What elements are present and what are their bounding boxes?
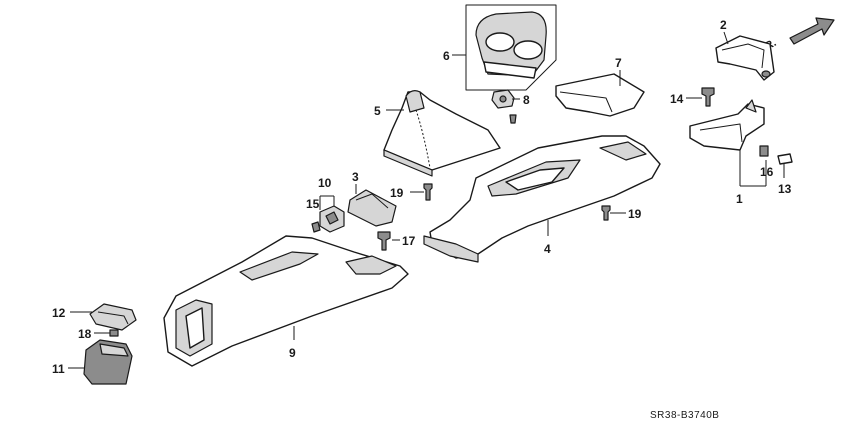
- callout-1: 1: [736, 192, 743, 206]
- screw-18-icon: [109, 329, 119, 337]
- rear-console-body: [163, 235, 409, 367]
- cup-holder-base: [483, 61, 537, 79]
- bracket-cap-hole: [761, 70, 771, 78]
- part-clip-15: [311, 221, 321, 233]
- front-console-tab: [423, 235, 479, 263]
- part-screw-18: [109, 329, 119, 337]
- clip-15-icon: [311, 221, 321, 233]
- lid-edge: [355, 193, 389, 209]
- part-lid: [347, 189, 397, 227]
- screw-19-upper-icon: [423, 183, 433, 201]
- callout-18: 18: [78, 327, 92, 341]
- part-console-bracket: [689, 99, 765, 151]
- ashtray-top: [99, 343, 129, 357]
- rear-console-rear-opening: [345, 255, 397, 275]
- callout-19-upper: 19: [390, 186, 404, 200]
- rear-console-pocket-inner: [185, 307, 205, 349]
- callout-7: 7: [615, 56, 622, 70]
- shift-boot-frame: [383, 149, 433, 177]
- part-front-console: [423, 135, 661, 263]
- shift-boot-seam: [415, 109, 431, 169]
- part-screw-19-upper: [423, 183, 433, 201]
- clip-hole: [499, 95, 507, 103]
- screw-19-lower-icon: [601, 205, 611, 221]
- part-bracket-cap: [715, 35, 775, 81]
- part-shift-boot: [383, 90, 501, 177]
- part-bolt-14: [701, 87, 715, 107]
- callout-11: 11: [52, 362, 65, 376]
- part-ashtray: [83, 339, 133, 385]
- console-bracket-edge: [699, 123, 743, 143]
- screw-icon: [509, 114, 517, 124]
- rear-cover-body: [555, 73, 645, 117]
- callout-12: 12: [52, 306, 66, 320]
- callout-16: 16: [760, 165, 774, 179]
- shift-boot-top: [405, 90, 425, 113]
- bolt-17-icon: [377, 231, 391, 251]
- bolt-icon: [701, 87, 715, 107]
- cup-holder-group-frame: [465, 4, 557, 91]
- bracket-cap-inner: [721, 43, 765, 69]
- front-console-tray: [505, 167, 565, 191]
- part-screw-13: [777, 153, 793, 165]
- callout-15: 15: [306, 197, 320, 211]
- part-clip-16: [759, 145, 769, 157]
- part-clip: [491, 89, 517, 124]
- part-screw-19-lower: [601, 205, 611, 221]
- console-bracket-body: [689, 103, 765, 151]
- trim-12-edge: [97, 311, 129, 325]
- screw-13-icon: [777, 153, 793, 165]
- callout-4: 4: [544, 242, 551, 256]
- part-cup-holder: [465, 4, 557, 91]
- cup-ring-right: [513, 40, 543, 60]
- front-console-rear-opening: [599, 141, 647, 161]
- diagram-code: SR38-B3740B: [650, 410, 719, 421]
- front-arrow-icon: [789, 17, 835, 45]
- switch-button: [325, 211, 339, 225]
- callout-9: 9: [289, 346, 296, 360]
- part-rear-console: [163, 235, 409, 367]
- callout-14: 14: [670, 92, 684, 106]
- lid-body: [347, 189, 397, 227]
- leader-lines: [68, 31, 785, 369]
- part-rear-cover: [555, 73, 645, 117]
- callout-19-lower: 19: [628, 207, 642, 221]
- callout-17: 17: [402, 234, 416, 248]
- callout-5: 5: [374, 104, 381, 118]
- callout-10: 10: [318, 176, 332, 190]
- bracket-cap-body: [715, 35, 775, 81]
- cup-ring-left: [485, 32, 515, 52]
- callout-3: 3: [352, 170, 359, 184]
- rear-cover-edge: [559, 91, 613, 113]
- callout-6: 6: [443, 49, 450, 63]
- callout-2: 2: [720, 18, 727, 32]
- callout-labels: 6 5 8 7 2 14 1 16 13 19 19 4 3 10 15 17 …: [52, 18, 792, 376]
- part-bolt-17: [377, 231, 391, 251]
- part-switch: [319, 205, 345, 233]
- console-bracket-tab: [745, 99, 757, 113]
- rear-console-opening: [239, 251, 319, 281]
- callout-8: 8: [523, 93, 530, 107]
- trim-12-body: [89, 303, 137, 331]
- part-trim-12: [89, 303, 137, 331]
- callout-13: 13: [778, 182, 792, 196]
- clip-16-icon: [759, 145, 769, 157]
